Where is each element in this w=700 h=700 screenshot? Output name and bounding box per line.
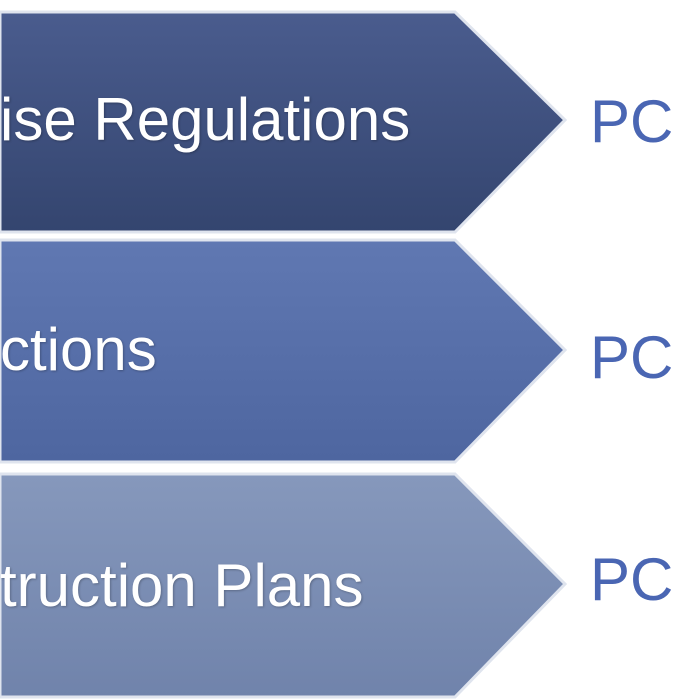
- chevron-label-3: truction Plans: [0, 552, 364, 619]
- chevron-label-2: ctions: [0, 316, 157, 383]
- chevron-arrow-3: [0, 472, 568, 699]
- side-label-1: PC: [590, 88, 674, 155]
- side-label-2: PC: [590, 324, 674, 391]
- chevron-label-1: ise Regulations: [0, 86, 411, 153]
- side-label-3: PC: [590, 546, 674, 613]
- chevron-arrow-1: [0, 10, 568, 234]
- chevron-arrow-2: [0, 238, 568, 464]
